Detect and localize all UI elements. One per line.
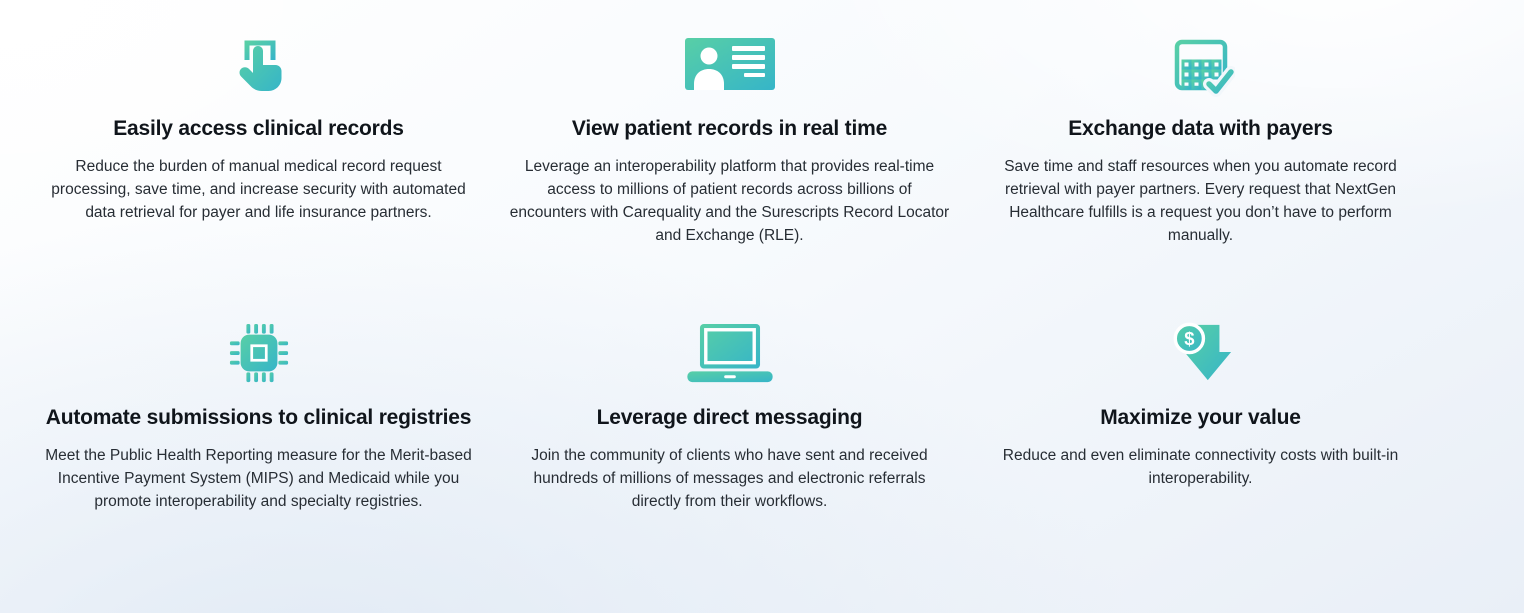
- calendar-check-icon: [1167, 30, 1235, 98]
- tap-icon: [227, 30, 291, 98]
- svg-text:$: $: [1184, 328, 1194, 349]
- feature-title: Automate submissions to clinical registr…: [45, 406, 472, 429]
- feature-title: Maximize your value: [1100, 406, 1301, 429]
- feature-title: View patient records in real time: [571, 117, 888, 140]
- chip-icon: [228, 319, 290, 387]
- feature-description: Reduce the burden of manual medical reco…: [51, 158, 466, 221]
- feature-title: Exchange data with payers: [1068, 117, 1333, 140]
- feature-title: Easily access clinical records: [113, 117, 404, 140]
- feature-description: Join the community of clients who have s…: [531, 447, 928, 510]
- feature-description: Reduce and even eliminate connectivity c…: [1002, 447, 1399, 487]
- feature-description: Leverage an interoperability platform th…: [509, 158, 950, 244]
- dollar-down-icon: $: [1169, 319, 1233, 387]
- features-grid: Easily access clinical records Reduce th…: [23, 30, 1436, 513]
- feature-title: Leverage direct messaging: [596, 406, 863, 429]
- feature-card-access-records: Easily access clinical records Reduce th…: [23, 30, 494, 319]
- patient-card-icon: [684, 30, 775, 98]
- feature-description: Save time and staff resources when you a…: [1004, 158, 1397, 244]
- feature-card-patient-records: View patient records in real time Levera…: [494, 30, 965, 319]
- feature-card-registries: Automate submissions to clinical registr…: [23, 319, 494, 513]
- laptop-icon: [681, 319, 779, 387]
- feature-card-maximize-value: $ Maximize your value Reduce and even el…: [965, 319, 1436, 513]
- feature-card-exchange-payers: Exchange data with payers Save time and …: [965, 30, 1436, 319]
- feature-card-direct-messaging: Leverage direct messaging Join the commu…: [494, 319, 965, 513]
- feature-description: Meet the Public Health Reporting measure…: [45, 447, 472, 510]
